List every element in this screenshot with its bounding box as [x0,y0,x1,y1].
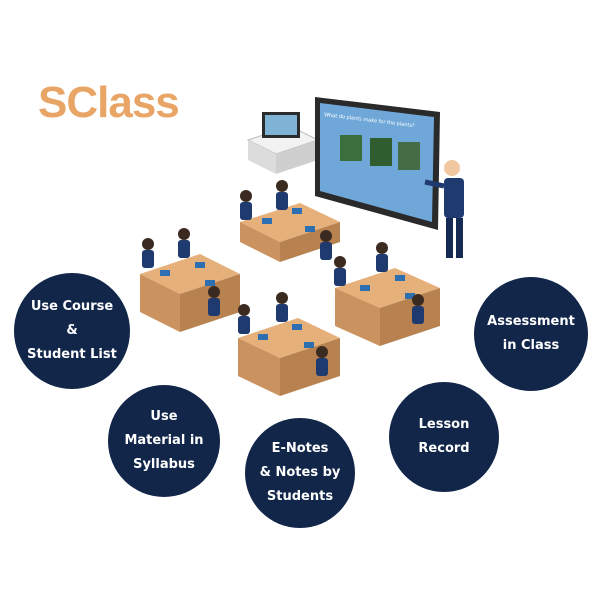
feature-assessment: Assessment in Class [474,277,588,391]
desk-cluster-2 [140,254,240,332]
feature-label: Use Material in Syllabus [124,409,204,472]
feature-label: Lesson Record [418,417,470,456]
feature-label: E-Notes & Notes by Students [259,441,341,504]
computer-desk [246,112,320,174]
feature-material-syllabus: Use Material in Syllabus [108,385,220,497]
desk-cluster-3 [335,268,440,346]
feature-label: Use Course & Student List [27,299,117,362]
teacher-figure [424,160,464,258]
feature-label: Assessment in Class [487,314,575,353]
feature-lesson-record: Lesson Record [389,382,499,492]
sclass-logo: SClass [38,78,180,127]
students [142,180,424,376]
feature-e-notes: E-Notes & Notes by Students [245,418,355,528]
feature-course-student-list: Use Course & Student List [14,273,130,389]
smart-board: What do plants make for the plants? [315,97,440,230]
